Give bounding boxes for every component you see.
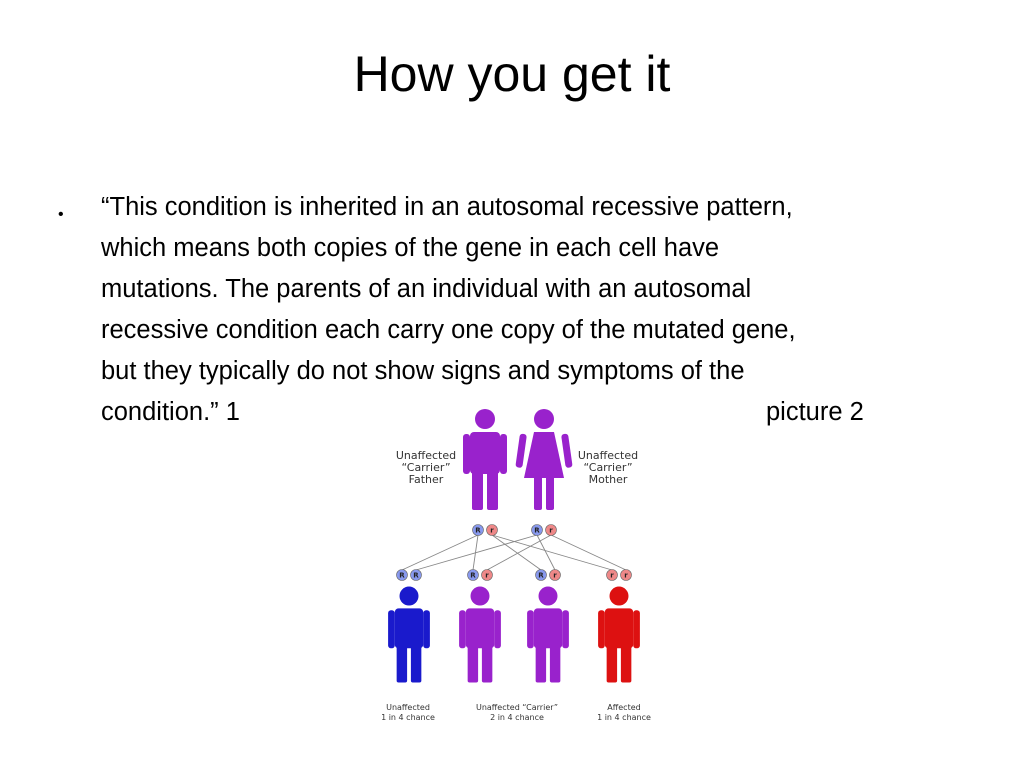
svg-text:r: r bbox=[553, 572, 557, 580]
svg-text:R: R bbox=[534, 527, 540, 535]
mother-figure bbox=[515, 409, 573, 510]
father-figure bbox=[463, 409, 507, 510]
quote-line: condition.” 1 bbox=[101, 398, 240, 426]
child-allele: r bbox=[606, 569, 618, 581]
outcome-label-2-line2: 2 in 4 chance bbox=[490, 713, 544, 722]
children-figures bbox=[388, 586, 640, 683]
quote-line: mutations. The parents of an individual … bbox=[101, 275, 752, 303]
bullet-marker: • bbox=[58, 206, 64, 223]
svg-text:R: R bbox=[413, 572, 419, 580]
mother-label-line2: “Carrier” bbox=[583, 461, 632, 474]
child-figure bbox=[459, 586, 501, 683]
child-allele: R bbox=[410, 569, 422, 581]
inheritance-diagram-svg: Unaffected “Carrier” Father Unaffected “… bbox=[381, 409, 651, 722]
child-allele: r bbox=[620, 569, 632, 581]
quote-line: “This condition is inherited in an autos… bbox=[101, 193, 793, 221]
father-label-line3: Father bbox=[409, 473, 444, 486]
svg-text:r: r bbox=[624, 572, 628, 580]
child-allele: r bbox=[549, 569, 561, 581]
child-figure bbox=[388, 586, 430, 683]
mother-label-line1: Unaffected bbox=[578, 449, 638, 462]
outcome-label-2-line1: Unaffected “Carrier” bbox=[476, 703, 558, 712]
outcome-label-3-line2: 1 in 4 chance bbox=[597, 713, 651, 722]
quote-line: but they typically do not show signs and… bbox=[101, 357, 745, 385]
father-shape bbox=[463, 409, 507, 510]
outcome-label-3-line1: Affected bbox=[607, 703, 640, 712]
inheritance-diagram: Unaffected “Carrier” Father Unaffected “… bbox=[372, 405, 662, 730]
svg-text:r: r bbox=[490, 527, 494, 535]
parent-allele: R bbox=[472, 524, 484, 536]
picture-caption: picture 2 bbox=[766, 398, 864, 426]
child-allele: r bbox=[481, 569, 493, 581]
father-label-line2: “Carrier” bbox=[401, 461, 450, 474]
svg-text:r: r bbox=[485, 572, 489, 580]
inheritance-line bbox=[491, 534, 613, 571]
slide-title: How you get it bbox=[353, 46, 671, 102]
parent-allele: r bbox=[486, 524, 498, 536]
parent-allele: R bbox=[531, 524, 543, 536]
child-allele: R bbox=[535, 569, 547, 581]
father-label-line1: Unaffected bbox=[396, 449, 456, 462]
quote-line-last: condition.” 1 picture 2 bbox=[101, 392, 981, 433]
quote-line: which means both copies of the gene in e… bbox=[101, 234, 720, 262]
child-allele: R bbox=[396, 569, 408, 581]
inheritance-line bbox=[415, 534, 538, 571]
svg-text:R: R bbox=[538, 572, 544, 580]
mother-label-line3: Mother bbox=[589, 473, 628, 486]
outcome-label-1-line2: 1 in 4 chance bbox=[381, 713, 435, 722]
child-figure bbox=[527, 586, 569, 683]
inheritance-line bbox=[401, 534, 479, 571]
mother-shape bbox=[515, 409, 573, 510]
svg-text:r: r bbox=[610, 572, 614, 580]
inheritance-line bbox=[491, 534, 542, 571]
child-figure bbox=[598, 586, 640, 683]
outcome-label-1-line1: Unaffected bbox=[386, 703, 430, 712]
cross-lines bbox=[401, 534, 627, 571]
svg-text:R: R bbox=[475, 527, 481, 535]
inheritance-line bbox=[550, 534, 627, 571]
quote-paragraph: “This condition is inherited in an autos… bbox=[101, 187, 981, 433]
svg-text:r: r bbox=[549, 527, 553, 535]
svg-text:R: R bbox=[470, 572, 476, 580]
inheritance-line bbox=[486, 534, 552, 571]
child-allele: R bbox=[467, 569, 479, 581]
quote-line: recessive condition each carry one copy … bbox=[101, 316, 796, 344]
svg-text:R: R bbox=[399, 572, 405, 580]
parent-allele: r bbox=[545, 524, 557, 536]
